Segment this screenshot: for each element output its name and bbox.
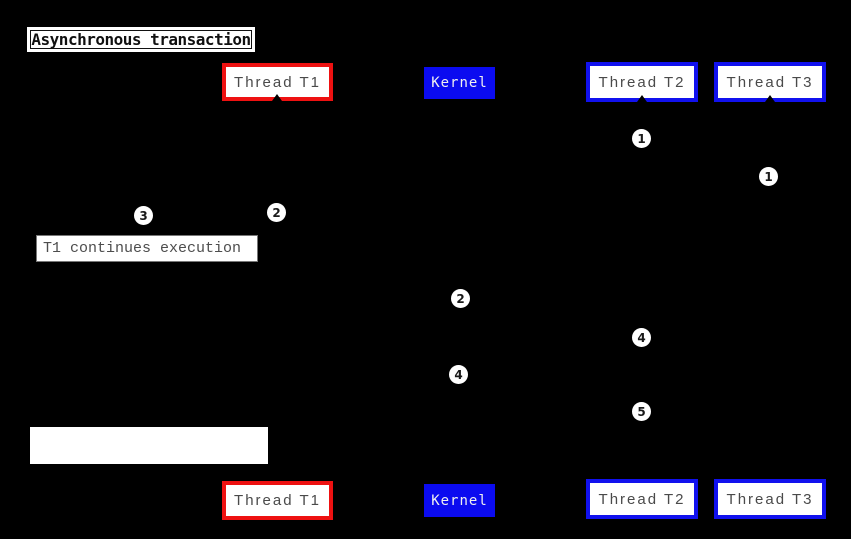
actor-thread-t1-top-label: Thread T1 bbox=[234, 73, 321, 91]
marker-number: 5 bbox=[637, 404, 646, 419]
message-marker-2-thread-t1: 2 bbox=[267, 203, 286, 222]
message-marker-3-thread-t1: 3 bbox=[134, 206, 153, 225]
actor-kernel-top: Kernel bbox=[424, 67, 495, 99]
actor-thread-t3-bottom-label: Thread T3 bbox=[726, 490, 814, 508]
marker-number: 2 bbox=[456, 291, 465, 306]
marker-number: 1 bbox=[637, 131, 646, 146]
marker-number: 1 bbox=[764, 169, 773, 184]
blank-label-box bbox=[30, 427, 268, 464]
marker-number: 4 bbox=[637, 330, 646, 345]
marker-number: 3 bbox=[139, 208, 148, 223]
diagram-title-text: Asynchronous transaction bbox=[31, 30, 251, 49]
actor-thread-t2-bottom: Thread T2 bbox=[586, 479, 698, 519]
lifeline-arrowhead-icon bbox=[765, 95, 775, 102]
message-marker-4-thread-t2: 4 bbox=[632, 328, 651, 347]
lifeline-arrowhead-icon bbox=[637, 95, 647, 102]
actor-thread-t3-top-label: Thread T3 bbox=[726, 73, 814, 91]
marker-number: 2 bbox=[272, 205, 281, 220]
diagram-title: Asynchronous transaction bbox=[30, 30, 252, 49]
actor-kernel-bottom: Kernel bbox=[424, 484, 495, 517]
note-t1-continues-execution: T1 continues execution bbox=[36, 235, 258, 262]
actor-thread-t1-bottom-label: Thread T1 bbox=[234, 492, 321, 509]
actor-kernel-bottom-label: Kernel bbox=[431, 492, 488, 509]
note-text: T1 continues execution bbox=[43, 240, 242, 257]
lifeline-arrowhead-icon bbox=[272, 94, 282, 101]
actor-thread-t2-bottom-label: Thread T2 bbox=[598, 490, 686, 508]
actor-kernel-top-label: Kernel bbox=[431, 75, 488, 91]
actor-thread-t3-bottom: Thread T3 bbox=[714, 479, 826, 519]
message-marker-5-thread-t2: 5 bbox=[632, 402, 651, 421]
actor-thread-t2-top-label: Thread T2 bbox=[598, 73, 686, 91]
message-marker-4-kernel: 4 bbox=[449, 365, 468, 384]
message-marker-2-kernel: 2 bbox=[451, 289, 470, 308]
message-marker-1-thread-t3: 1 bbox=[759, 167, 778, 186]
message-marker-1-thread-t2: 1 bbox=[632, 129, 651, 148]
actor-thread-t1-bottom: Thread T1 bbox=[222, 481, 333, 520]
marker-number: 4 bbox=[454, 367, 463, 382]
